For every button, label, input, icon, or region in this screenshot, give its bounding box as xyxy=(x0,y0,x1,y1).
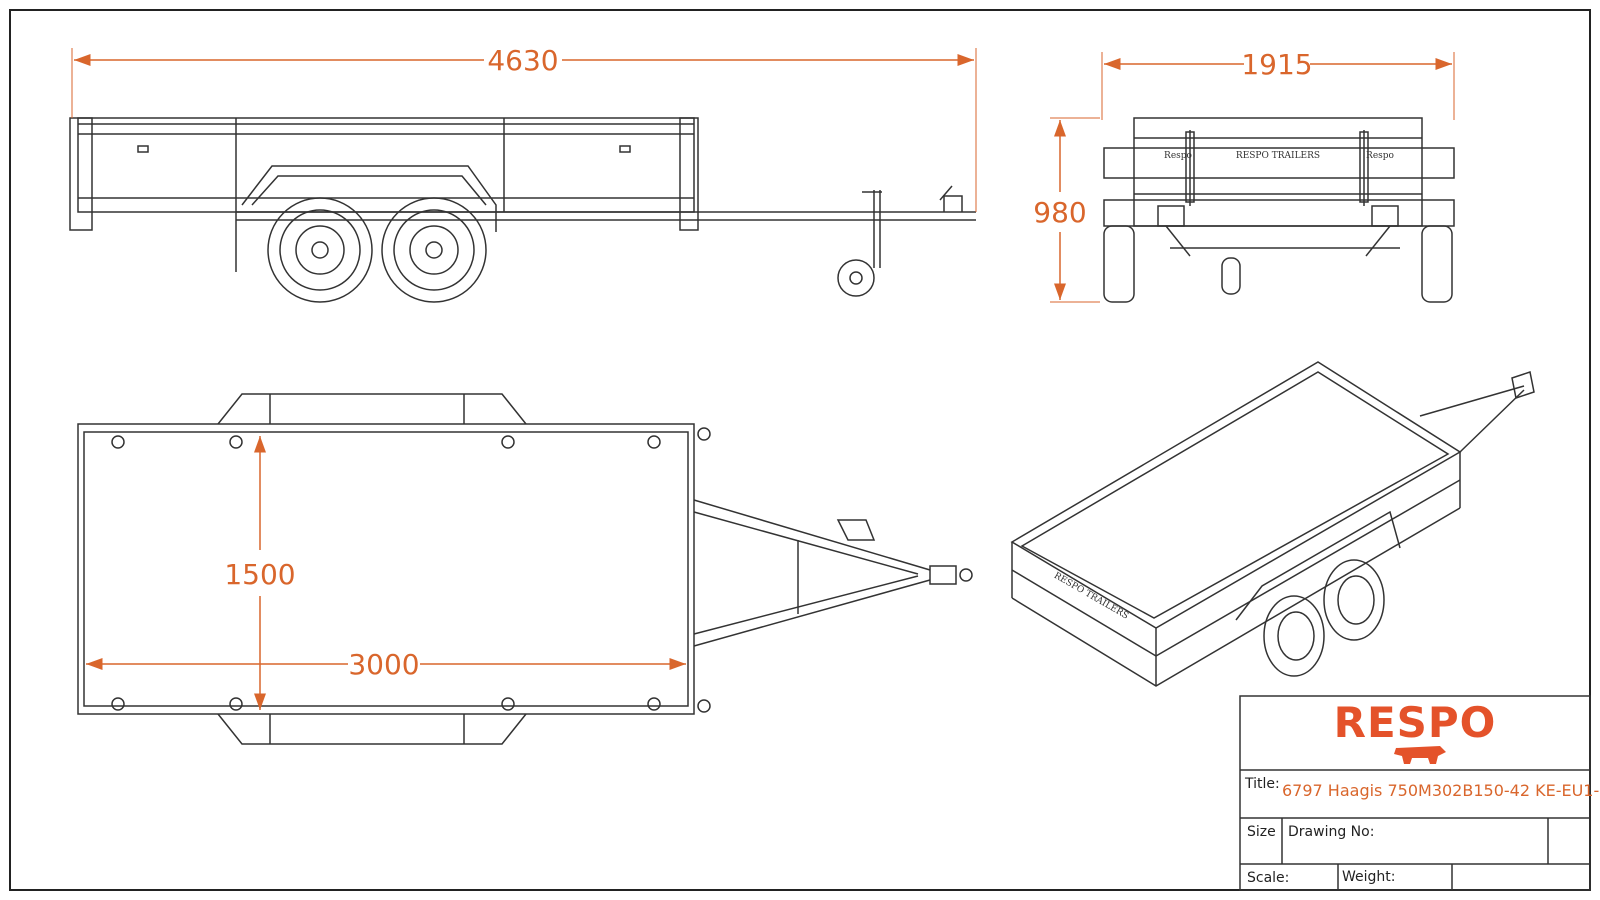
side-wheel-2 xyxy=(381,197,487,303)
dimension-bed-width-label: 1500 xyxy=(224,558,295,591)
dimension-bed-width: 1500 xyxy=(224,436,296,710)
side-brand-label: RESPO TRAILERS xyxy=(1052,571,1130,622)
dimension-bed-length-label: 3000 xyxy=(348,648,419,681)
title-block xyxy=(1239,695,1591,891)
rear-badge-right: Respo xyxy=(1366,151,1394,161)
dimension-overall-length: 4630 xyxy=(71,44,977,212)
dimension-overall-width-label: 1915 xyxy=(1241,48,1312,81)
respo-logo: RESPO xyxy=(1334,698,1497,747)
drawing-no-label: Drawing No: xyxy=(1288,824,1374,840)
dimension-height-label: 980 xyxy=(1033,196,1086,229)
title-label: Title: xyxy=(1244,776,1280,792)
rear-brand-label: RESPO TRAILERS xyxy=(1236,151,1320,161)
weight-label: Weight: xyxy=(1342,869,1396,885)
iso-wheel-1 xyxy=(1263,595,1325,677)
side-view xyxy=(69,117,976,303)
rear-badge-left: Respo xyxy=(1164,151,1192,161)
dimension-bed-length: 3000 xyxy=(86,648,686,681)
scale-label: Scale: xyxy=(1247,870,1289,886)
iso-wheel-2 xyxy=(1323,559,1385,641)
dimension-overall-length-label: 4630 xyxy=(487,44,558,77)
dimension-height: 980 xyxy=(1033,117,1100,303)
sheet-border xyxy=(9,9,1591,891)
rear-view xyxy=(1103,117,1455,303)
dimension-overall-width: 1915 xyxy=(1101,48,1455,120)
isometric-view xyxy=(1010,361,1535,687)
side-wheel-1 xyxy=(267,197,373,303)
bull-logo-icon xyxy=(1394,746,1446,764)
top-view xyxy=(77,393,973,745)
size-label: Size xyxy=(1247,824,1276,840)
title-value: 6797 Haagis 750M302B150-42 KE-EU1- xyxy=(1282,781,1599,800)
